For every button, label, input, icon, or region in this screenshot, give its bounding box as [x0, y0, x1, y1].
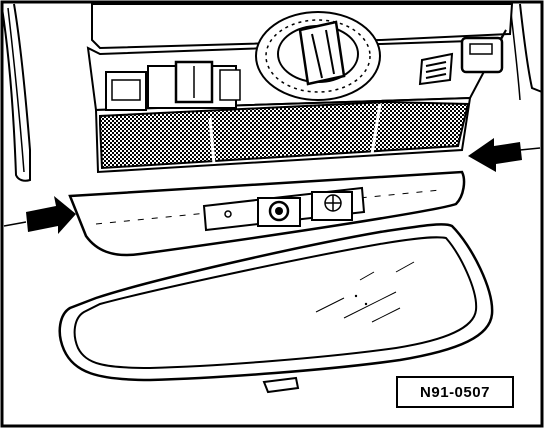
- pillar-trim: [1, 3, 31, 182]
- light-switch-icon: [324, 194, 342, 212]
- arrow-icon: [3, 196, 76, 234]
- reference-code-label: N91-0507: [396, 376, 514, 408]
- mirror-icon: [58, 223, 494, 394]
- cover-switch-module: [202, 186, 366, 232]
- speaker-grille: [99, 100, 470, 170]
- right-trim: [519, 3, 543, 93]
- switch-block-left: [105, 60, 241, 111]
- switch-block-right: [418, 36, 504, 86]
- rotary-control: [255, 11, 381, 101]
- pillar-trim-inner: [7, 7, 25, 173]
- arrow-icon: [468, 138, 541, 172]
